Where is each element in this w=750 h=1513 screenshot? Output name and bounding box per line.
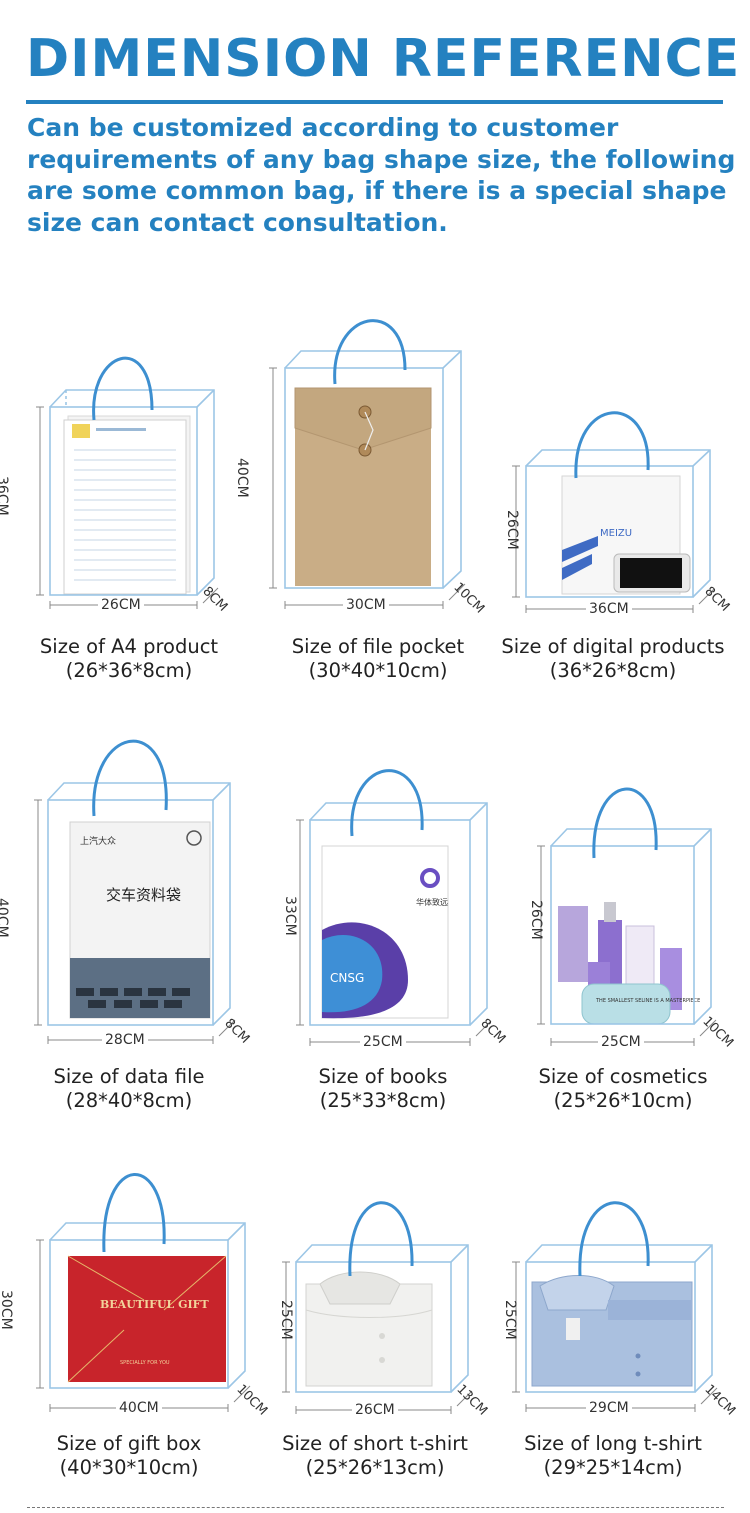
product-card-data-file: 上汽大众 交车资料袋 40CM 28CM 8CM Size of data fi… — [0, 730, 254, 1125]
height-label: 33CM — [282, 896, 298, 936]
caption-title: Size of gift box — [56, 1432, 202, 1455]
width-label: 28CM — [102, 1032, 148, 1048]
product-card-digital: MEIZU 26CM 36CM 8CM Size of digital prod… — [488, 300, 738, 695]
height-label: 36CM — [0, 476, 10, 516]
height-label: 26CM — [504, 510, 520, 550]
title-divider — [26, 100, 723, 104]
caption-title: Size of file pocket — [291, 635, 465, 658]
page-header: DIMENSION REFERENCE Can be customized ac… — [0, 0, 750, 245]
digital-bag-illustration: MEIZU — [512, 411, 715, 613]
product-card-gift: BEAUTIFUL GIFT SPECIALLY FOR YOU 30CM 40… — [0, 1160, 270, 1490]
bag-handle — [92, 739, 168, 817]
caption-title: Size of long t-shirt — [524, 1432, 702, 1455]
bag-handle — [578, 1201, 650, 1277]
width-label: 25CM — [598, 1034, 644, 1050]
book: 华体致远 CNSG — [321, 845, 449, 1019]
height-label: 25CM — [278, 1300, 294, 1340]
book-logo-text: 华体致远 — [416, 897, 448, 907]
caption-size: (28*40*8cm) — [65, 1089, 193, 1112]
caption-title: Size of A4 product — [39, 635, 219, 658]
width-label: 40CM — [116, 1400, 162, 1416]
caption-size: (26*36*8cm) — [65, 659, 193, 682]
laptop-box-and-phone: MEIZU — [561, 475, 691, 595]
bag-outline — [284, 350, 462, 589]
file-bag-illustration — [269, 319, 466, 609]
width-label: 36CM — [586, 601, 632, 617]
height-label: 30CM — [0, 1290, 14, 1330]
bag-outline — [525, 449, 711, 598]
folded-blue-shirt — [531, 1275, 693, 1387]
car-brochure: 上汽大众 交车资料袋 — [69, 821, 211, 1019]
width-label: 29CM — [586, 1400, 632, 1416]
bag-handle — [574, 411, 650, 479]
bag-outline — [47, 782, 231, 1026]
caption-size: (36*26*8cm) — [549, 659, 677, 682]
gift-box-subtitle: SPECIALLY FOR YOU — [120, 1360, 170, 1366]
stack-of-a4-paper — [63, 415, 191, 595]
caption-size: (25*33*8cm) — [319, 1089, 447, 1112]
page-subtitle: Can be customized according to customer … — [27, 113, 736, 237]
product-card-cosmetics: THE SMALLEST SELINE IS A MASTERPIECE 26C… — [498, 730, 748, 1125]
bag-outline — [525, 1244, 713, 1393]
red-gift-box: BEAUTIFUL GIFT SPECIALLY FOR YOU — [67, 1255, 227, 1383]
page-title: DIMENSION REFERENCE — [26, 29, 741, 89]
caption-size: (40*30*10cm) — [59, 1456, 199, 1479]
bag-outline — [309, 802, 488, 1026]
book-cover-text: CNSG — [330, 971, 364, 985]
kraft-file-envelope — [294, 387, 432, 586]
short-shirt-bag-illustration — [282, 1201, 473, 1414]
a4-bag-illustration — [36, 356, 219, 609]
brochure-title: 交车资料袋 — [106, 886, 181, 904]
long-shirt-bag-illustration — [512, 1201, 718, 1412]
product-card-file: 40CM 30CM 10CM Size of file pocket (30*4… — [234, 300, 503, 695]
product-card-a4: 36CM 26CM 8CM Size of A4 product (26*36*… — [0, 300, 254, 695]
product-box-text: THE SMALLEST SELINE IS A MASTERPIECE — [595, 998, 700, 1004]
bag-outline — [49, 1222, 246, 1389]
caption-size: (25*26*13cm) — [305, 1456, 445, 1479]
books-bag-illustration: 华体致远 CNSG — [296, 769, 492, 1046]
height-label: 40CM — [0, 898, 10, 938]
width-label: 26CM — [98, 597, 144, 613]
width-label: 25CM — [360, 1034, 406, 1050]
footer-divider — [27, 1507, 724, 1508]
bag-handle — [592, 787, 658, 859]
caption-size: (30*40*10cm) — [308, 659, 448, 682]
caption-title: Size of books — [318, 1065, 448, 1088]
product-card-short-shirt: 25CM 26CM 13CM Size of short t-shirt (25… — [250, 1160, 500, 1490]
width-label: 26CM — [352, 1402, 398, 1418]
bag-handle — [333, 319, 407, 385]
bag-outline — [295, 1244, 469, 1393]
height-label: 25CM — [502, 1300, 518, 1340]
bag-handle — [348, 1201, 414, 1277]
box-brand-text: MEIZU — [600, 528, 632, 539]
bag-handle — [350, 769, 424, 837]
height-label: 26CM — [528, 900, 544, 940]
cosmetic-bottles: THE SMALLEST SELINE IS A MASTERPIECE — [558, 902, 700, 1025]
gift-box-title: BEAUTIFUL GIFT — [100, 1298, 209, 1311]
caption-title: Size of digital products — [501, 635, 725, 658]
brochure-brand: 上汽大众 — [80, 835, 116, 847]
folded-white-shirt — [305, 1271, 433, 1387]
height-label: 40CM — [234, 458, 250, 498]
product-card-books: 华体致远 CNSG 33CM 25CM 8CM Size of books (2… — [258, 730, 508, 1125]
width-label: 30CM — [343, 597, 389, 613]
gift-bag-illustration: BEAUTIFUL GIFT SPECIALLY FOR YOU — [36, 1173, 251, 1412]
product-card-long-shirt: 25CM 29CM 14CM Size of long t-shirt (29*… — [488, 1160, 738, 1490]
caption-title: Size of data file — [53, 1065, 205, 1088]
caption-size: (25*26*10cm) — [553, 1089, 693, 1112]
bag-outline — [550, 828, 712, 1025]
caption-title: Size of cosmetics — [538, 1065, 708, 1088]
caption-title: Size of short t-shirt — [282, 1432, 468, 1455]
caption-size: (29*25*14cm) — [543, 1456, 683, 1479]
bag-handle — [92, 356, 154, 421]
cosmetics-bag-illustration: THE SMALLEST SELINE IS A MASTERPIECE — [537, 787, 717, 1046]
bag-outline — [49, 389, 215, 596]
data-file-bag-illustration: 上汽大众 交车资料袋 — [34, 739, 236, 1044]
bag-handle — [102, 1173, 166, 1253]
